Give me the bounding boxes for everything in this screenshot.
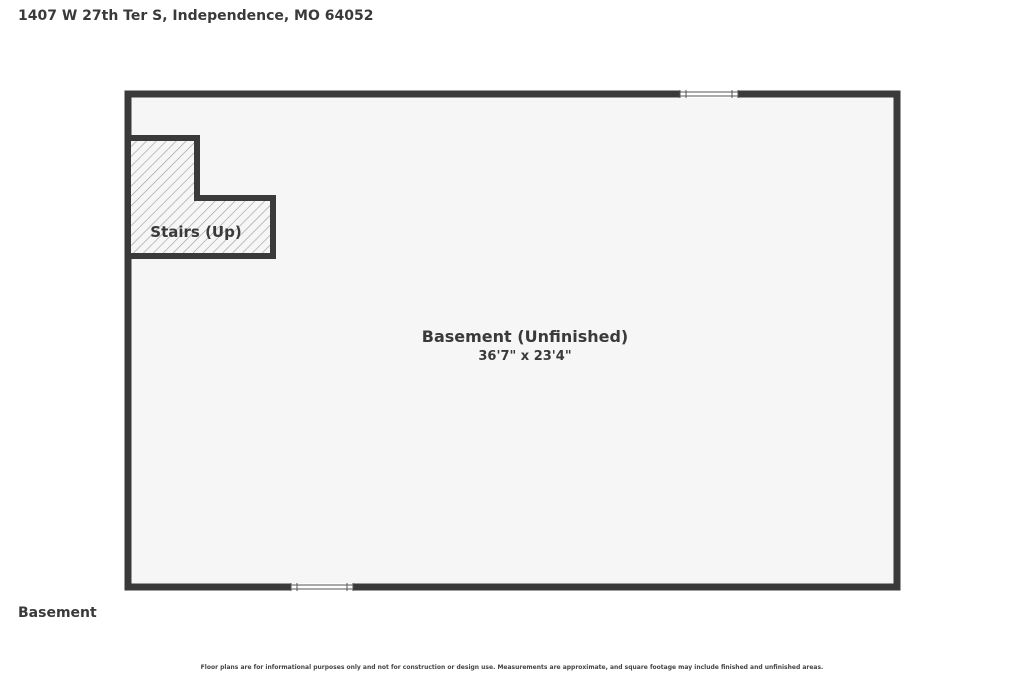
stairs-area — [125, 135, 276, 259]
floor-level-label: Basement — [18, 605, 97, 621]
basement-room — [124, 90, 901, 591]
basement-room-name: Basement (Unfinished) — [422, 327, 628, 346]
basement-room-dimensions: 36'7" x 23'4" — [478, 349, 571, 364]
property-address: 1407 W 27th Ter S, Independence, MO 6405… — [18, 8, 374, 24]
bottom-window — [290, 583, 354, 591]
top-window — [679, 90, 739, 98]
disclaimer-text: Floor plans are for informational purpos… — [200, 664, 824, 671]
stairs-label: Stairs (Up) — [150, 223, 241, 241]
